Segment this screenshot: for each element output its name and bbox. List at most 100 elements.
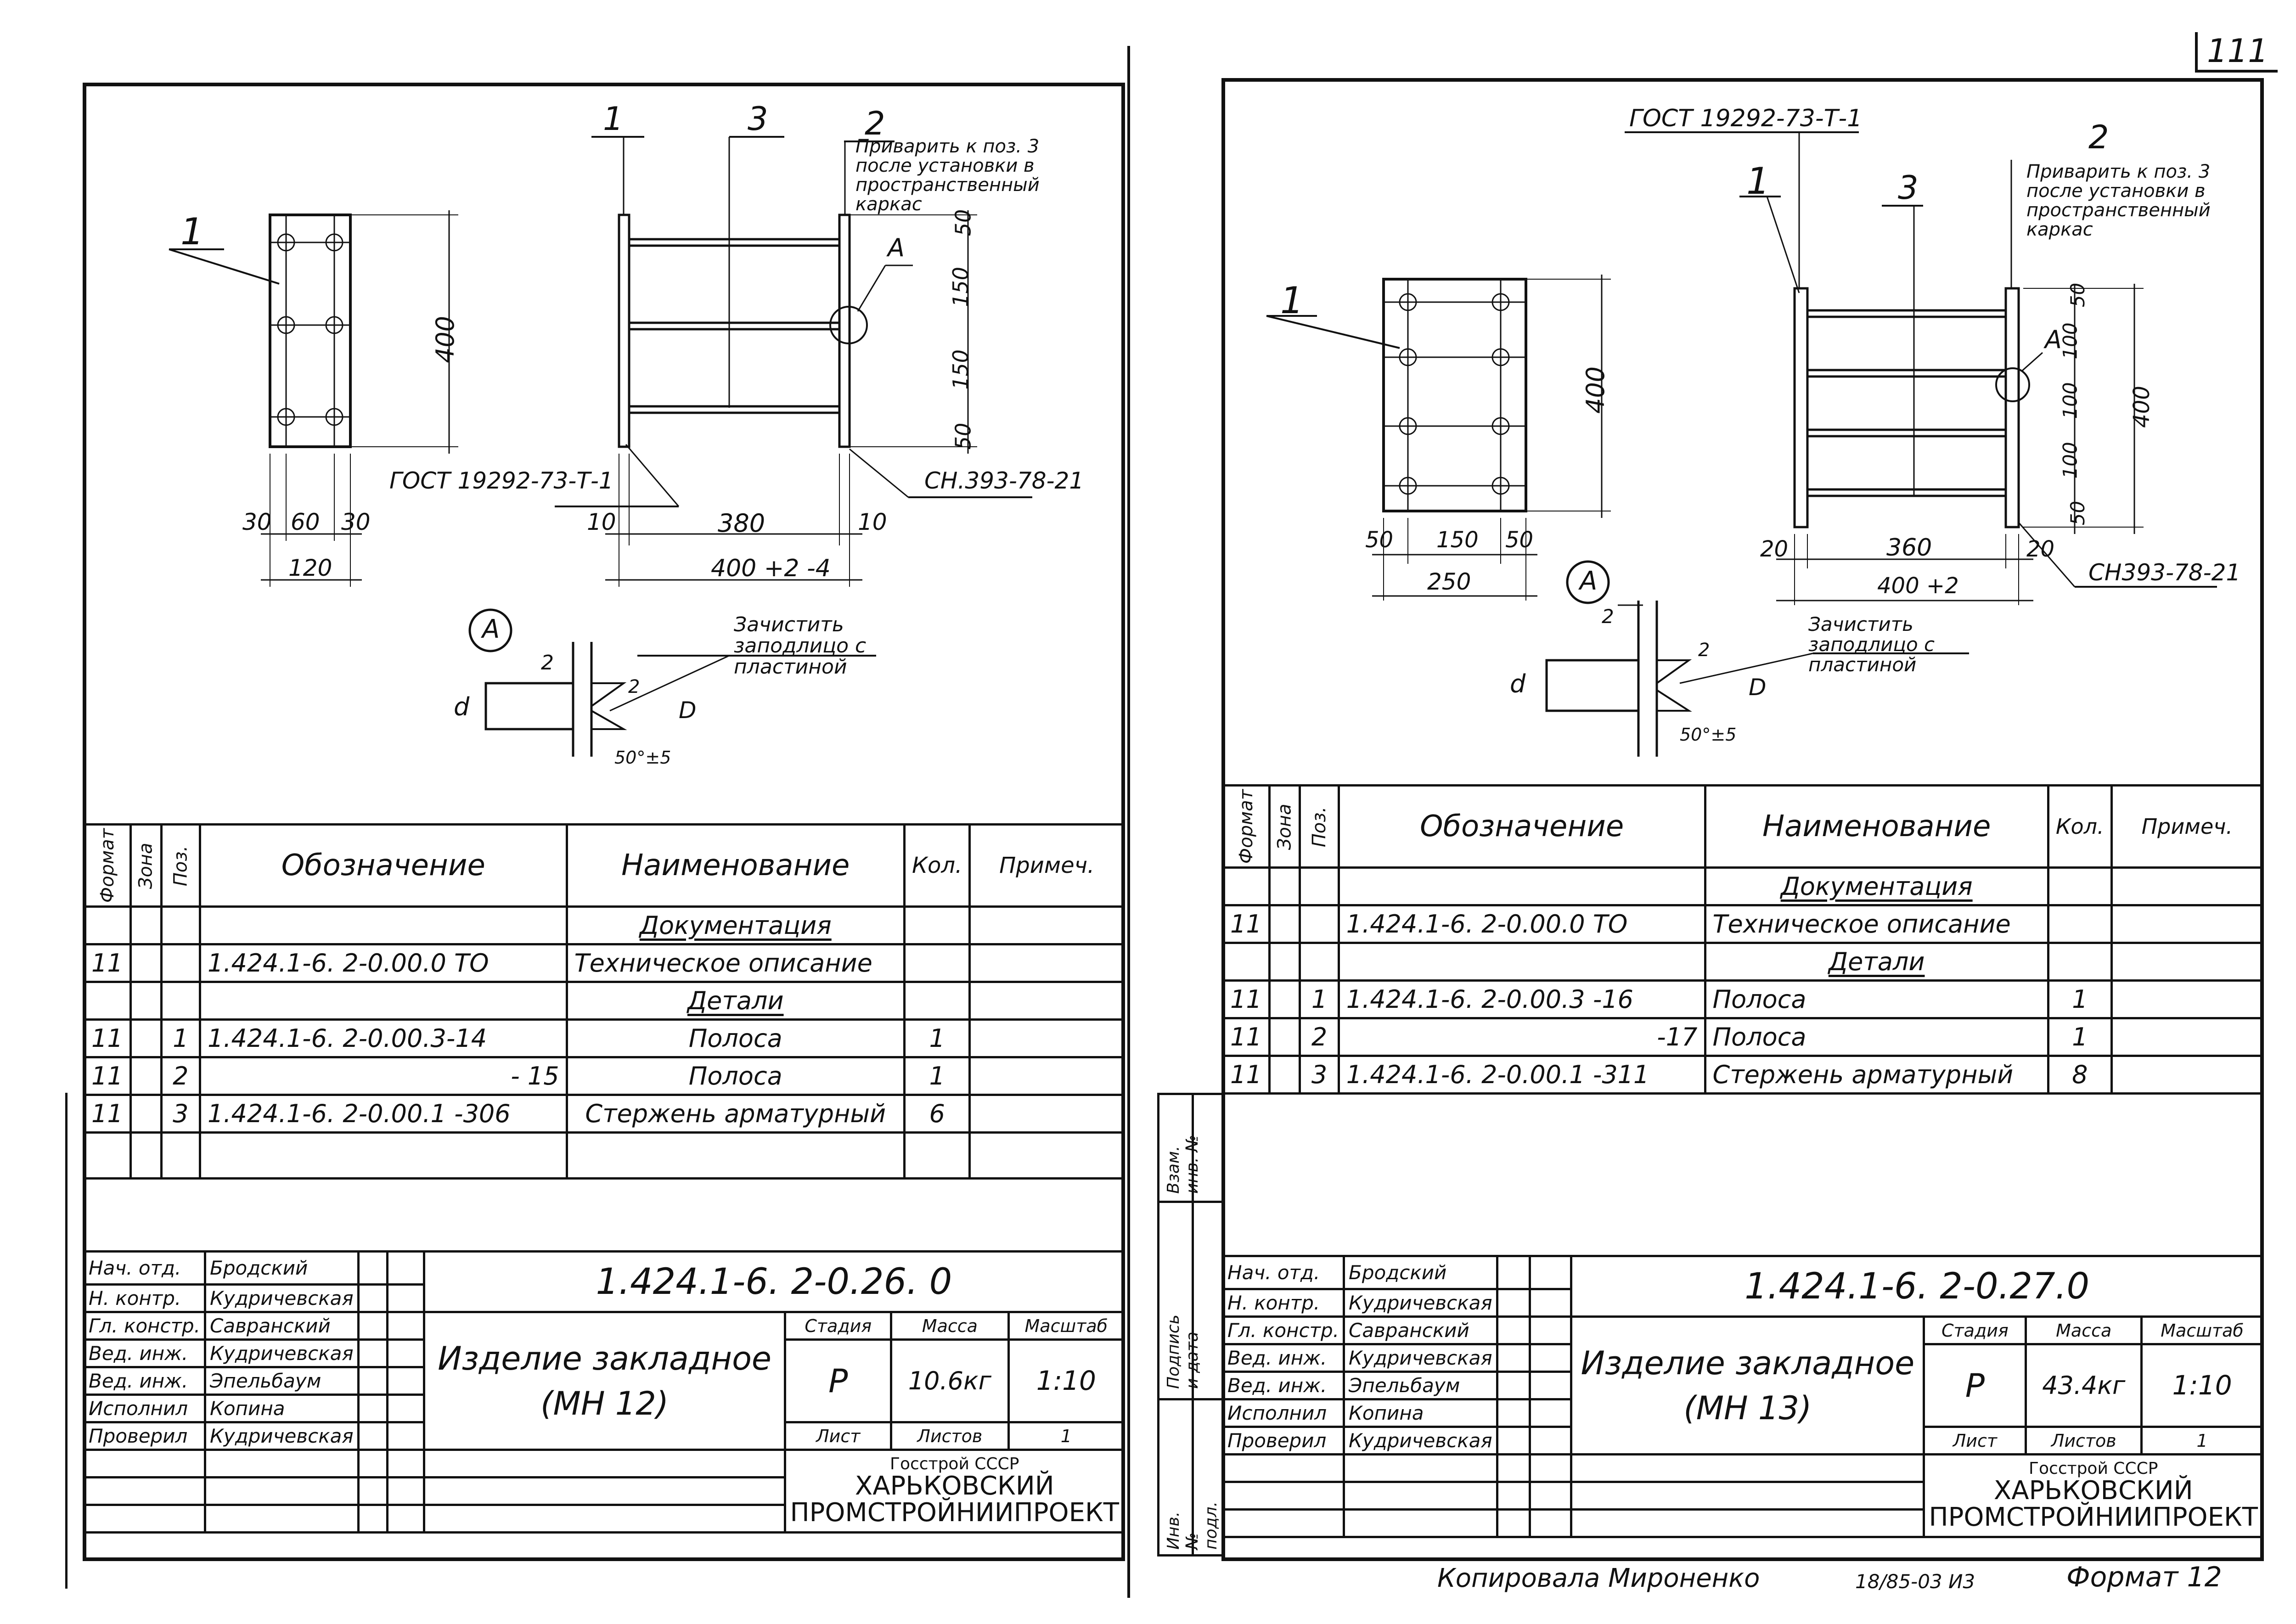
cell-designation bbox=[199, 905, 568, 946]
copied-by-note: Копировала Мироненко bbox=[1437, 1563, 1760, 1593]
margin-label-inv-no: Инв. № подл. bbox=[1164, 1501, 1221, 1550]
mass-label: Масса bbox=[2025, 1315, 2143, 1345]
callout-pos1-plate: 1 bbox=[1280, 279, 1304, 322]
cell-designation: 1.424.1-6. 2-0.00.3 -16 bbox=[1337, 979, 1706, 1020]
spec-col-qty: Кол. bbox=[903, 823, 971, 908]
cell-note bbox=[2110, 942, 2264, 982]
cell-designation: 1.424.1-6. 2-0.00.1 -306 bbox=[199, 1094, 568, 1134]
callout-pos3: 3 bbox=[748, 100, 768, 138]
org-line-1: Госстрой СССР bbox=[2029, 1459, 2158, 1478]
cell-note bbox=[968, 1056, 1125, 1096]
cell-designation: - 15 bbox=[199, 1056, 568, 1096]
spec-col-qty: Кол. bbox=[2047, 784, 2113, 869]
detail-dim-2a: 2 bbox=[541, 651, 554, 674]
sn-reference: СН393-78-21 bbox=[2088, 559, 2241, 586]
item-name-cell: Изделие закладное (МН 13) bbox=[1570, 1315, 1925, 1455]
signature bbox=[1496, 1315, 1531, 1345]
org-line-2: ХАРЬКОВСКИЙ bbox=[1993, 1475, 2193, 1506]
spec-col-zone: Зона bbox=[1269, 785, 1300, 868]
table-row: Документация bbox=[83, 905, 1125, 946]
callout-pos1-plate: 1 bbox=[180, 210, 204, 253]
staff-role: Исполнил bbox=[82, 1394, 207, 1423]
signature bbox=[1496, 1426, 1531, 1455]
detail-dim-2b: 2 bbox=[628, 676, 640, 697]
format-label: Формат 12 bbox=[2066, 1561, 2222, 1593]
cell-format bbox=[83, 981, 132, 1021]
stage-label: Стадия bbox=[1923, 1315, 2027, 1345]
dim-plate-width: 120 bbox=[288, 555, 332, 581]
detail-a-marker bbox=[829, 306, 868, 344]
dim-plate-edge-right: 30 bbox=[341, 509, 371, 535]
drawing-sheet-1: 1 1 3 2 Приварить к поз. 3 после установ… bbox=[82, 83, 1125, 1561]
spec-col-designation: Обозначение bbox=[199, 823, 568, 908]
staff-name: Кудричевская bbox=[204, 1421, 360, 1451]
cell-zone bbox=[129, 1056, 163, 1096]
cell-pos bbox=[160, 981, 202, 1021]
cell-pos: 1 bbox=[1299, 979, 1340, 1020]
staff-name: Эпельбаум bbox=[204, 1366, 360, 1396]
plate-pos2 bbox=[2004, 287, 2020, 528]
spec-col-name: Наименование bbox=[1704, 784, 2049, 869]
cell-qty: 1 bbox=[2047, 1017, 2113, 1057]
staff-role: Вед. инж. bbox=[1221, 1343, 1345, 1373]
cell-format: 11 bbox=[1221, 1055, 1271, 1095]
cell-name: Полоса bbox=[565, 1018, 906, 1059]
cell-designation: 1.424.1-6. 2-0.00.0 ТО bbox=[199, 943, 568, 983]
spec-col-designation: Обозначение bbox=[1337, 784, 1706, 869]
sheets-total: 1 bbox=[2140, 1426, 2264, 1455]
detail-a-note: Зачистить заподлицо с пластиной bbox=[734, 613, 867, 679]
detail-a-callout: А bbox=[888, 233, 905, 262]
spec-col-zone: Зона bbox=[130, 824, 162, 907]
detail-dim-2a: 2 bbox=[1602, 605, 1614, 628]
rebar-rods bbox=[629, 238, 839, 414]
rebar-rods bbox=[1807, 309, 2006, 497]
table-row: Детали bbox=[1221, 942, 2264, 982]
dim-plate-edge-left: 30 bbox=[242, 509, 272, 535]
scale-value: 1:10 bbox=[1007, 1338, 1125, 1423]
cell-format bbox=[1221, 942, 1271, 982]
section-heading-details: Детали bbox=[1704, 942, 2049, 982]
dim-plate-edge-right: 50 bbox=[1505, 527, 1534, 553]
item-mark: (МН 12) bbox=[540, 1384, 669, 1422]
detail-dim-D: D bbox=[679, 697, 697, 724]
spec-col-name: Наименование bbox=[565, 823, 906, 908]
cell-format: 11 bbox=[1221, 1017, 1271, 1057]
cell-name: Техническое описание bbox=[565, 943, 906, 983]
detail-a-label: А bbox=[1580, 566, 1598, 596]
signature bbox=[357, 1338, 389, 1368]
sheets-total: 1 bbox=[1007, 1421, 1125, 1451]
sheet-label: Лист bbox=[784, 1421, 893, 1451]
item-name: Изделие закладное bbox=[1581, 1344, 1915, 1382]
stage-value: Р bbox=[1923, 1343, 2027, 1428]
detail-dim-d: d bbox=[1510, 669, 1526, 698]
detail-a-callout: А bbox=[2045, 325, 2062, 354]
staff-role: Вед. инж. bbox=[1221, 1371, 1345, 1400]
dim-side-50-bottom: 50 bbox=[2066, 500, 2089, 526]
cell-format bbox=[1221, 866, 1271, 907]
cell-format: 11 bbox=[83, 943, 132, 983]
dim-side-20-left: 20 bbox=[1760, 536, 1789, 562]
anchor-rod-marks bbox=[270, 215, 350, 447]
dim-plate-width: 250 bbox=[1427, 568, 1471, 595]
org-line-2: ХАРЬКОВСКИЙ bbox=[855, 1471, 1054, 1501]
staff-role: Н. контр. bbox=[1221, 1288, 1345, 1318]
dim-side-10-right: 10 bbox=[858, 509, 887, 535]
dim-side-20-right: 20 bbox=[2026, 536, 2055, 562]
detail-dim-angle: 50°±5 bbox=[614, 747, 671, 768]
plate-pos2 bbox=[838, 214, 851, 448]
cell-designation bbox=[1337, 942, 1706, 982]
callout-pos1-side: 1 bbox=[1746, 160, 1770, 202]
mass-value: 10.6кг bbox=[890, 1338, 1010, 1423]
cell-pos: 1 bbox=[160, 1018, 202, 1059]
detail-dim-d: d bbox=[454, 692, 470, 721]
staff-name: Копина bbox=[204, 1394, 360, 1423]
stage-label: Стадия bbox=[784, 1311, 893, 1341]
spec-col-note: Примеч. bbox=[968, 823, 1125, 908]
dim-side-150-b: 150 bbox=[948, 349, 973, 390]
callout-pos3: 3 bbox=[1898, 169, 1919, 207]
cell-pos bbox=[160, 943, 202, 983]
cell-pos: 3 bbox=[1299, 1055, 1340, 1095]
dim-side-height: 400 bbox=[2128, 386, 2155, 428]
